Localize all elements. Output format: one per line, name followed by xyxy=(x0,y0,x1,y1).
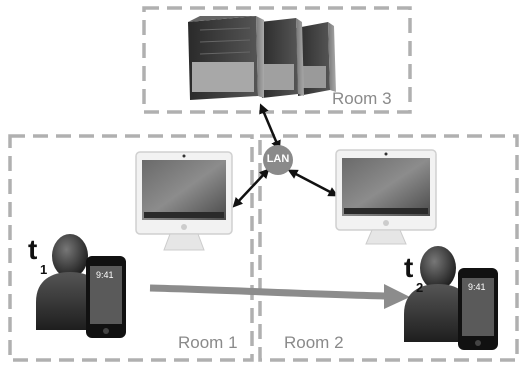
phone-2-time: 9:41 xyxy=(468,282,486,292)
room-2-label: Room 2 xyxy=(284,333,344,352)
lan-link-server xyxy=(259,103,281,151)
movement-arrow-icon xyxy=(149,284,410,309)
smartphone-icon xyxy=(86,256,126,338)
room-3-label: Room 3 xyxy=(332,89,392,108)
lan-label: LAN xyxy=(266,153,290,165)
user-1-time-main: t xyxy=(28,234,38,265)
user-1-time-label: t xyxy=(28,236,37,264)
user-2-time-main: t xyxy=(404,252,414,283)
lan-node xyxy=(263,145,293,175)
user-1-time-subscript: 1 xyxy=(40,262,48,277)
server-rack-icon xyxy=(188,16,336,100)
person-icon xyxy=(404,246,472,342)
phone-1-time: 9:41 xyxy=(96,270,114,280)
lan-link-desktop-1 xyxy=(232,168,270,208)
desktop-computer-icon xyxy=(135,151,233,251)
room-1-boundary xyxy=(8,134,254,362)
smartphone-icon xyxy=(458,268,498,350)
desktop-computer-icon xyxy=(335,149,437,245)
room-2-boundary xyxy=(258,134,519,362)
room-1-label: Room 1 xyxy=(178,333,238,352)
user-2-time-label: t xyxy=(404,254,413,282)
lan-link-desktop-2 xyxy=(287,169,339,197)
user-2-time-subscript: 2 xyxy=(416,280,424,295)
